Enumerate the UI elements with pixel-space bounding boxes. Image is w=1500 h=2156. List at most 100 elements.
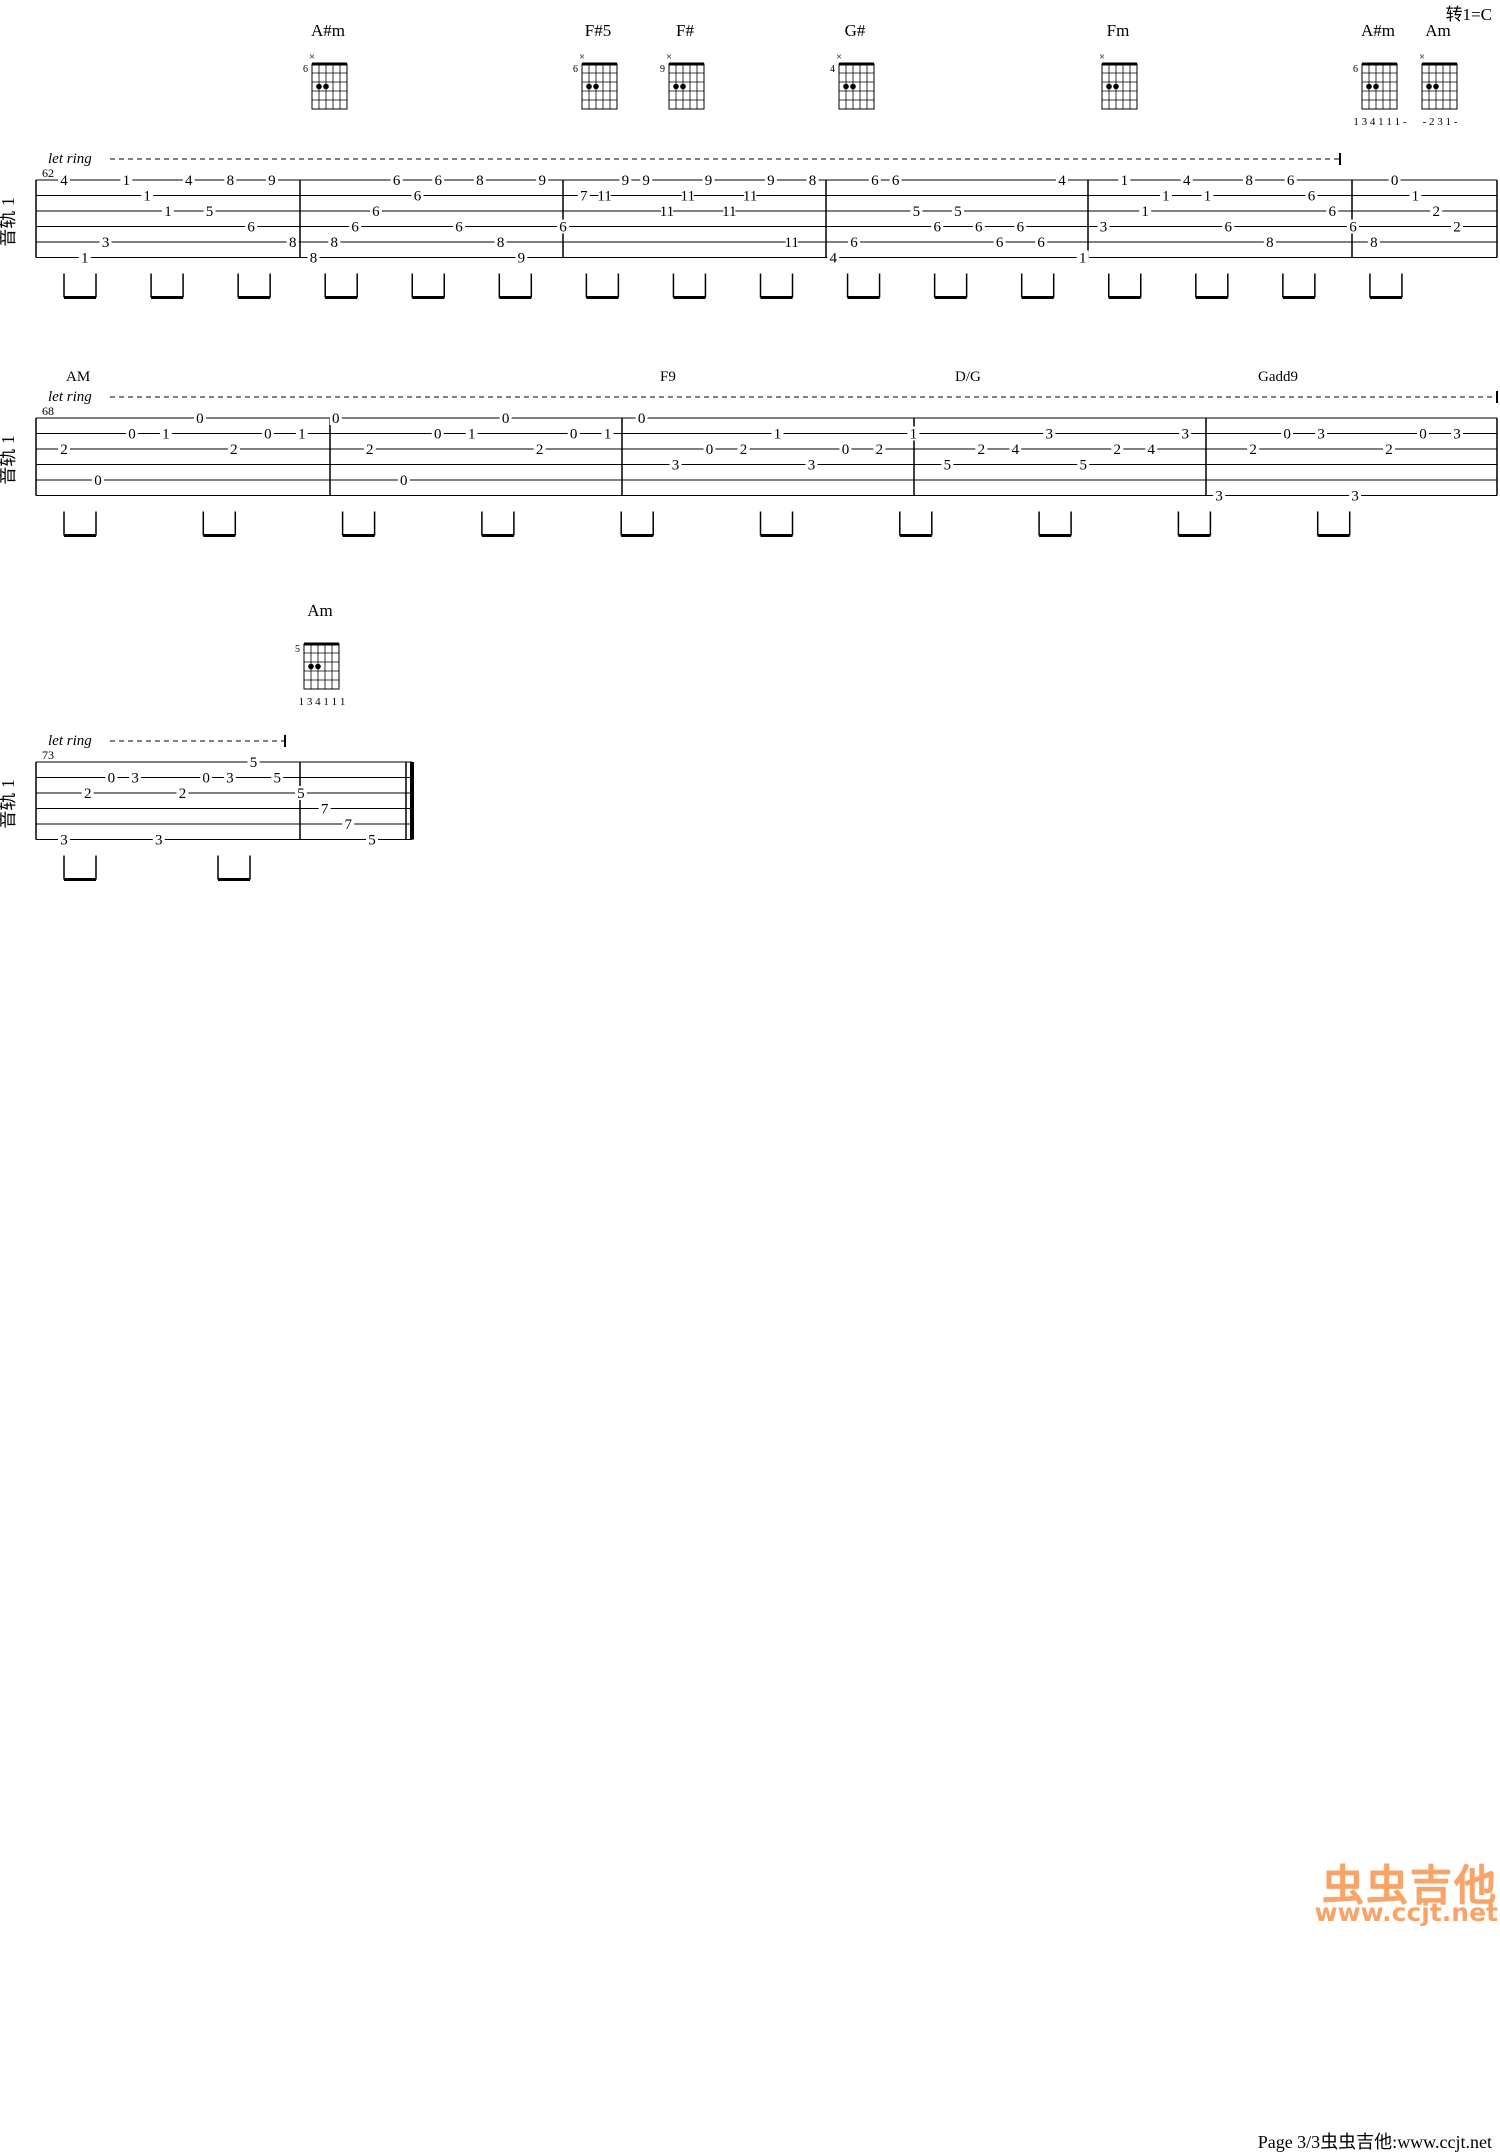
note-bg <box>295 426 308 441</box>
tab-note: 0 <box>264 427 272 443</box>
tab-note: 1 <box>1121 173 1129 189</box>
measure-number: 62 <box>42 166 54 180</box>
note-bg <box>499 411 512 425</box>
finger-dot <box>308 663 314 670</box>
note-bg <box>952 204 965 218</box>
tab-note: 5 <box>1080 458 1088 474</box>
note-bg <box>1180 173 1193 187</box>
note-bg <box>265 173 278 187</box>
section-chord-label: Gadd9 <box>1258 369 1298 385</box>
tab-note: 6 <box>1037 235 1045 251</box>
tab-note: 2 <box>536 442 544 458</box>
tab-note: 3 <box>1317 427 1325 443</box>
note-bg <box>1315 426 1328 441</box>
note-bg <box>432 173 445 187</box>
finger-dot <box>315 663 321 670</box>
note-bg <box>598 188 611 203</box>
let-ring-label: let ring <box>48 389 92 405</box>
chord-name: Am <box>307 601 333 620</box>
tab-note: 0 <box>400 473 408 489</box>
tab-note: 2 <box>179 786 187 802</box>
chord-name: A#m <box>311 21 345 40</box>
note-bg <box>78 250 91 265</box>
note-bg <box>556 219 569 234</box>
tab-note: 6 <box>1225 220 1233 236</box>
note-bg <box>1213 488 1226 503</box>
tab-note: 0 <box>842 442 850 458</box>
tab-note: 6 <box>933 220 941 236</box>
tab-note: 2 <box>60 442 68 458</box>
chord-diagram: F#9× <box>660 21 705 110</box>
note-bg <box>203 204 216 218</box>
fret-number: 6 <box>573 64 578 75</box>
note-bg <box>1417 426 1430 441</box>
tab-note: 5 <box>944 458 952 474</box>
tab-note: 9 <box>622 173 630 189</box>
tab-note: 0 <box>1391 173 1399 189</box>
note-bg <box>1222 219 1235 234</box>
tab-note: 0 <box>1419 427 1427 443</box>
note-bg <box>806 173 819 187</box>
note-bg <box>286 235 299 249</box>
finger-dot <box>1433 83 1439 90</box>
mute-mark: × <box>666 51 672 63</box>
tab-note: 5 <box>297 786 305 802</box>
note-bg <box>1009 442 1022 456</box>
note-bg <box>261 426 274 441</box>
track-label: 音轨 1 <box>0 435 18 485</box>
note-bg <box>328 235 341 249</box>
note-bg <box>635 411 648 425</box>
tab-note: 2 <box>1113 442 1121 458</box>
tab-note: 4 <box>830 251 838 267</box>
tab-note: 6 <box>996 235 1004 251</box>
mute-mark: × <box>836 51 842 63</box>
note-bg <box>640 173 653 187</box>
note-bg <box>873 442 886 456</box>
tab-note: 5 <box>273 771 281 787</box>
tab-note: 2 <box>230 442 238 458</box>
note-bg <box>431 426 444 441</box>
note-bg <box>1430 204 1443 218</box>
finger-dot <box>323 83 329 90</box>
tab-note: 0 <box>502 411 510 427</box>
note-bg <box>975 442 988 456</box>
note-bg <box>1451 219 1463 234</box>
tab-note: 2 <box>1385 442 1393 458</box>
note-bg <box>771 426 784 441</box>
finger-dot <box>673 83 679 90</box>
tab-note: 2 <box>978 442 986 458</box>
note-bg <box>465 426 478 441</box>
note-bg <box>307 250 320 265</box>
note-bg <box>366 832 378 847</box>
mute-mark: × <box>579 51 585 63</box>
note-bg <box>660 204 673 218</box>
track-label: 音轨 1 <box>0 779 18 829</box>
tab-note: 6 <box>393 173 401 189</box>
tab-note: 3 <box>1046 427 1054 443</box>
tab-note: 0 <box>128 427 136 443</box>
tab-note: 6 <box>1287 173 1295 189</box>
tab-note: 4 <box>1012 442 1020 458</box>
note-bg <box>271 770 284 785</box>
tab-note: 11 <box>722 204 736 220</box>
note-bg <box>931 219 944 234</box>
note-bg <box>1247 442 1260 456</box>
note-bg <box>329 411 342 425</box>
note-bg <box>910 204 923 218</box>
fret-number: 6 <box>1353 64 1358 75</box>
tab-note: 6 <box>975 220 983 236</box>
tab-note: 11 <box>743 189 757 205</box>
note-bg <box>176 786 189 800</box>
note-bg <box>1145 442 1158 456</box>
tab-note: 8 <box>1370 235 1378 251</box>
fret-number: 5 <box>295 644 300 655</box>
note-bg <box>577 188 590 203</box>
tab-note: 8 <box>331 235 339 251</box>
tab-note: 7 <box>321 802 329 818</box>
note-bg <box>245 219 258 234</box>
note-bg <box>58 173 70 187</box>
tab-note: 1 <box>1412 189 1420 205</box>
note-bg <box>1035 235 1048 249</box>
tab-note: 6 <box>892 173 900 189</box>
